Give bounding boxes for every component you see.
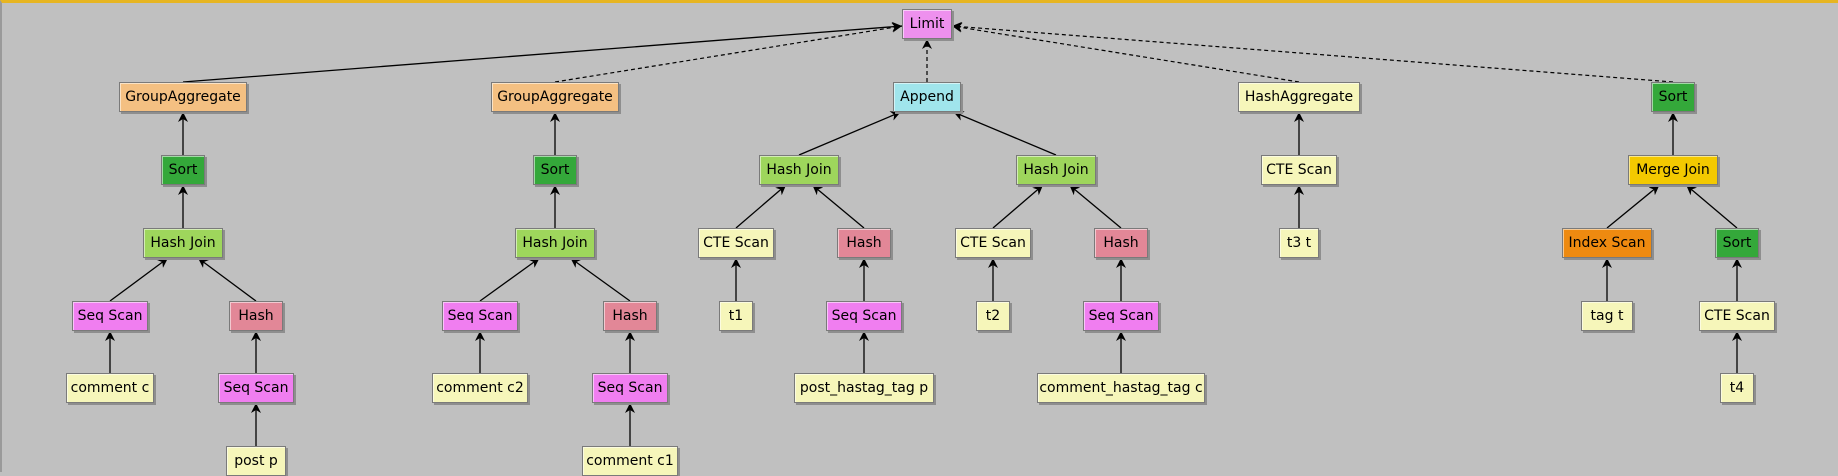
edge-cte1-to-hj3 xyxy=(735,184,787,229)
edge-ss1-to-hj1 xyxy=(109,257,169,302)
plan-node-rel-comment-c2[interactable]: comment c2 xyxy=(432,373,528,403)
plan-node-rel-t2[interactable]: t2 xyxy=(976,301,1010,331)
plan-node-hj1[interactable]: Hash Join xyxy=(143,228,223,258)
plan-node-hash1[interactable]: Hash xyxy=(229,301,283,331)
plan-node-hash4[interactable]: Hash xyxy=(1094,228,1148,258)
plan-node-sort2[interactable]: Sort xyxy=(533,155,577,185)
plan-node-rel-comment-c1[interactable]: comment c1 xyxy=(582,446,678,476)
edge-hj3-to-append xyxy=(798,111,901,156)
edge-hash4-to-hj4 xyxy=(1068,184,1122,229)
edge-cte2-to-hj4 xyxy=(992,184,1044,229)
plan-node-ss6[interactable]: Seq Scan xyxy=(1083,301,1159,331)
plan-node-hj3[interactable]: Hash Join xyxy=(759,155,839,185)
plan-node-hj2[interactable]: Hash Join xyxy=(515,228,595,258)
edge-hash2-to-hj2 xyxy=(570,257,631,302)
plan-node-hagg[interactable]: HashAggregate xyxy=(1238,82,1360,112)
plan-node-ga2[interactable]: GroupAggregate xyxy=(491,82,619,112)
edge-ga2-to-limit xyxy=(554,22,903,83)
plan-node-hash3[interactable]: Hash xyxy=(837,228,891,258)
plan-node-idx[interactable]: Index Scan xyxy=(1562,228,1652,258)
plan-node-mj[interactable]: Merge Join xyxy=(1628,155,1718,185)
edge-idx-to-mj xyxy=(1606,184,1660,229)
plan-node-ss1[interactable]: Seq Scan xyxy=(72,301,148,331)
plan-node-ss5[interactable]: Seq Scan xyxy=(826,301,902,331)
plan-node-append[interactable]: Append xyxy=(893,82,961,112)
edge-layer xyxy=(105,21,1742,446)
plan-node-cte4[interactable]: CTE Scan xyxy=(1699,301,1775,331)
plan-node-limit[interactable]: Limit xyxy=(902,9,952,39)
plan-node-cte1[interactable]: CTE Scan xyxy=(698,228,774,258)
plan-node-rel-t1[interactable]: t1 xyxy=(719,301,753,331)
plan-node-cte2[interactable]: CTE Scan xyxy=(955,228,1031,258)
plan-node-rel-post-p[interactable]: post p xyxy=(226,446,286,476)
edge-hash3-to-hj3 xyxy=(811,184,865,229)
edge-hagg-to-limit xyxy=(951,22,1300,83)
edge-ss3-to-hj2 xyxy=(479,257,540,302)
plan-node-rel-t4[interactable]: t4 xyxy=(1720,373,1754,403)
edge-sort4-to-mj xyxy=(1685,184,1738,229)
plan-node-rel-comment-hastag-tag-c[interactable]: comment_hastag_tag c xyxy=(1037,373,1205,403)
edge-hash1-to-hj1 xyxy=(197,257,257,302)
plan-node-ss4[interactable]: Seq Scan xyxy=(592,373,668,403)
plan-node-sort1[interactable]: Sort xyxy=(161,155,205,185)
plan-node-ga1[interactable]: GroupAggregate xyxy=(119,82,247,112)
edge-sort3-to-limit xyxy=(951,21,1674,83)
plan-node-rel-comment-c[interactable]: comment c xyxy=(66,373,154,403)
plan-node-rel-t3-t[interactable]: t3 t xyxy=(1279,228,1319,258)
plan-node-hash2[interactable]: Hash xyxy=(603,301,657,331)
plan-node-ss2[interactable]: Seq Scan xyxy=(218,373,294,403)
plan-node-ss3[interactable]: Seq Scan xyxy=(442,301,518,331)
edge-ga1-to-limit xyxy=(182,21,903,83)
plan-node-sort3[interactable]: Sort xyxy=(1651,82,1695,112)
plan-node-hj4[interactable]: Hash Join xyxy=(1016,155,1096,185)
edge-hj4-to-append xyxy=(953,111,1057,156)
plan-node-rel-post-hastag-tag-p[interactable]: post_hastag_tag p xyxy=(794,373,934,403)
plan-node-rel-tag-t[interactable]: tag t xyxy=(1581,301,1633,331)
plan-node-cte3[interactable]: CTE Scan xyxy=(1261,155,1337,185)
plan-node-sort4[interactable]: Sort xyxy=(1715,228,1759,258)
